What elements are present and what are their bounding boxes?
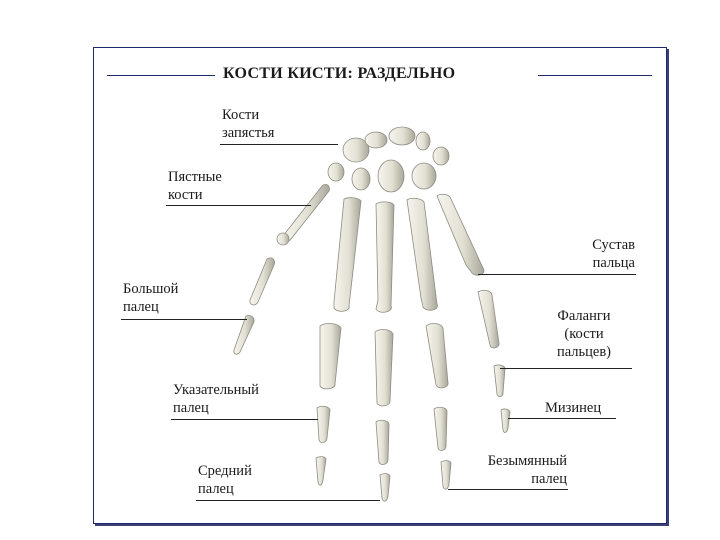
label-metacarpal-bones: Пястные кости xyxy=(168,169,222,203)
leader-metacarpal-bones xyxy=(166,205,311,206)
thumb-bones xyxy=(233,183,330,355)
leader-ring-finger xyxy=(448,489,568,490)
label-thumb: Большой палец xyxy=(123,281,179,315)
distal-phalanges xyxy=(315,408,511,502)
leader-index-finger xyxy=(171,419,318,420)
leader-middle-finger xyxy=(196,500,380,501)
leader-thumb xyxy=(121,319,247,320)
leader-finger-joint xyxy=(478,274,636,275)
metacarpal-bones xyxy=(333,193,485,313)
label-ring-finger: Безымянный палец xyxy=(487,453,567,487)
title-rule-left xyxy=(107,75,215,76)
title-rule-right xyxy=(538,75,652,76)
leader-pinky xyxy=(508,418,616,419)
proximal-phalanges xyxy=(319,289,500,407)
label-pinky: Мизинец xyxy=(545,400,602,416)
label-finger-joint: Сустав пальца xyxy=(592,237,635,271)
diagram-title: КОСТИ КИСТИ: РАЗДЕЛЬНО xyxy=(223,65,456,82)
label-carpal-bones: Кости запястья xyxy=(222,107,275,141)
leader-carpal-bones xyxy=(220,144,338,145)
carpal-bones xyxy=(327,126,450,193)
middle-phalanges xyxy=(316,364,506,465)
label-middle-finger: Средний палец xyxy=(198,463,252,497)
label-phalanges: Фаланги (кости пальцев) xyxy=(556,308,612,360)
label-index-finger: Указательный палец xyxy=(173,382,259,416)
leader-phalanges xyxy=(500,368,632,369)
